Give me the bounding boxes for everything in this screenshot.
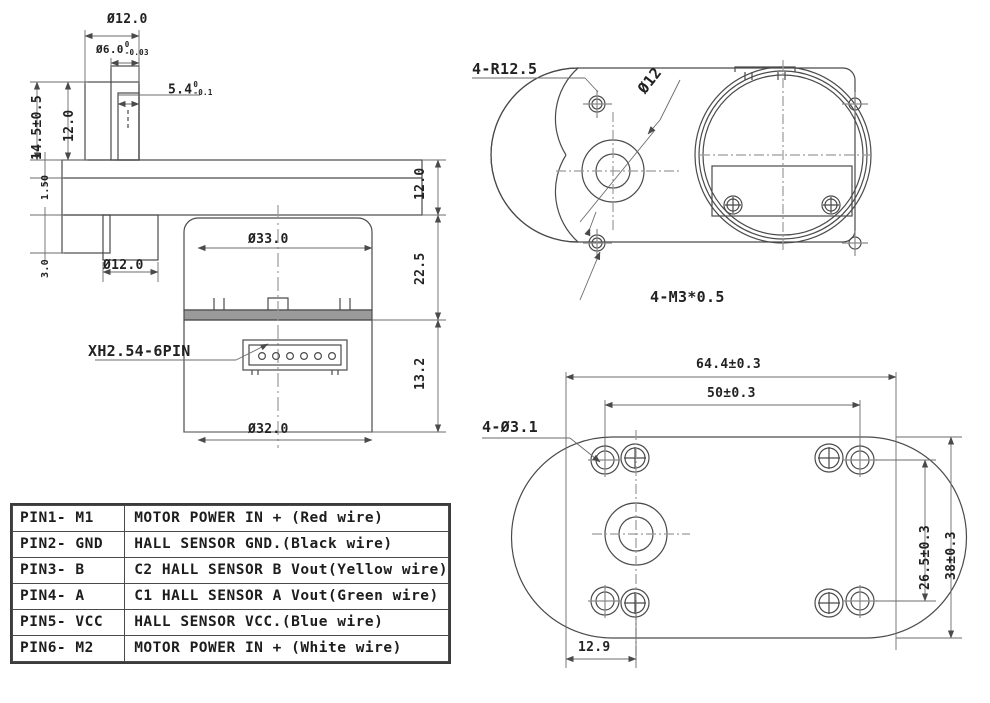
pin-description: HALL SENSOR VCC.(Blue wire) [124, 609, 449, 636]
side-view-dimensions [30, 30, 446, 444]
dim-shaft-length: 12.0 [62, 109, 77, 142]
pin-table-body: PIN1- M1 MOTOR POWER IN + (Red wire) PIN… [11, 505, 449, 662]
table-row: PIN3- B C2 HALL SENSOR B Vout(Yellow wir… [11, 557, 449, 584]
dim-mount-thread: 4-M3*0.5 [650, 288, 725, 306]
pin-description: C2 HALL SENSOR B Vout(Yellow wire) [124, 557, 449, 584]
dim-body-bottom-dia: Ø32.0 [248, 422, 289, 437]
dim-overall-width: 38±0.3 [944, 531, 959, 580]
bottom-view [482, 372, 968, 668]
dim-body-dia: Ø33.0 [248, 232, 289, 247]
dim-step-thickness: 3.0 [40, 259, 51, 278]
dim-flat-width-tolerance: 0-0.1 [193, 80, 213, 97]
dim-shaft-dia-value: Ø6.0 [96, 43, 124, 56]
table-row: PIN6- M2 MOTOR POWER IN + (White wire) [11, 635, 449, 662]
dim-body-lower-height: 13.2 [413, 357, 428, 390]
table-row: PIN4- A C1 HALL SENSOR A Vout(Green wire… [11, 583, 449, 610]
side-view-connector [242, 339, 348, 375]
pin-label: PIN1- M1 [11, 505, 126, 532]
pin-label: PIN3- B [11, 557, 126, 584]
pin-label: PIN2- GND [11, 531, 126, 558]
dim-corner-radius: 4-R12.5 [472, 60, 538, 78]
dim-overall-length: 64.4±0.3 [696, 357, 762, 372]
dim-flat-width-value: 5.4 [168, 82, 193, 98]
dim-hole-dia: 4-Ø3.1 [482, 418, 538, 436]
dim-body-upper-height: 22.5 [413, 252, 428, 285]
table-row: PIN1- M1 MOTOR POWER IN + (Red wire) [11, 505, 449, 532]
front-view [472, 60, 872, 301]
table-row: PIN5- VCC HALL SENSOR VCC.(Blue wire) [11, 609, 449, 636]
pin-label: PIN4- A [11, 583, 126, 610]
pin-label: PIN6- M2 [11, 635, 126, 662]
pin-table-grid: PIN1- M1 MOTOR POWER IN + (Red wire) PIN… [11, 505, 449, 662]
dim-gearbox-height: 12.0 [413, 167, 428, 200]
side-view-mount-plate [61, 159, 423, 261]
dim-shaft-length-total: 14.5±0.5 [30, 94, 45, 160]
pin-assignment-table: PIN1- M1 MOTOR POWER IN + (Red wire) PIN… [10, 503, 451, 664]
dim-hole-pitch-length: 50±0.3 [707, 386, 756, 401]
dim-plate-thickness: 1.50 [40, 174, 51, 200]
pin-description: C1 HALL SENSOR A Vout(Green wire) [124, 583, 449, 610]
dim-boss-dia: Ø12.0 [103, 258, 144, 273]
pin-description: MOTOR POWER IN + (White wire) [124, 635, 449, 662]
table-row: PIN2- GND HALL SENSOR GND.(Black wire) [11, 531, 449, 558]
dim-shaft-flat-dia: Ø12.0 [107, 12, 148, 27]
pin-description: HALL SENSOR GND.(Black wire) [124, 531, 449, 558]
dim-edge-offset: 12.9 [578, 640, 611, 655]
pin-description: MOTOR POWER IN + (Red wire) [124, 505, 449, 532]
dim-shaft-dia-tolerance: 0-0.03 [124, 40, 149, 57]
side-view-shaft [84, 65, 140, 161]
dim-hole-pitch-width: 26.5±0.3 [918, 524, 933, 590]
label-connector-type: XH2.54-6PIN [88, 342, 191, 360]
pin-label: PIN5- VCC [11, 609, 126, 636]
